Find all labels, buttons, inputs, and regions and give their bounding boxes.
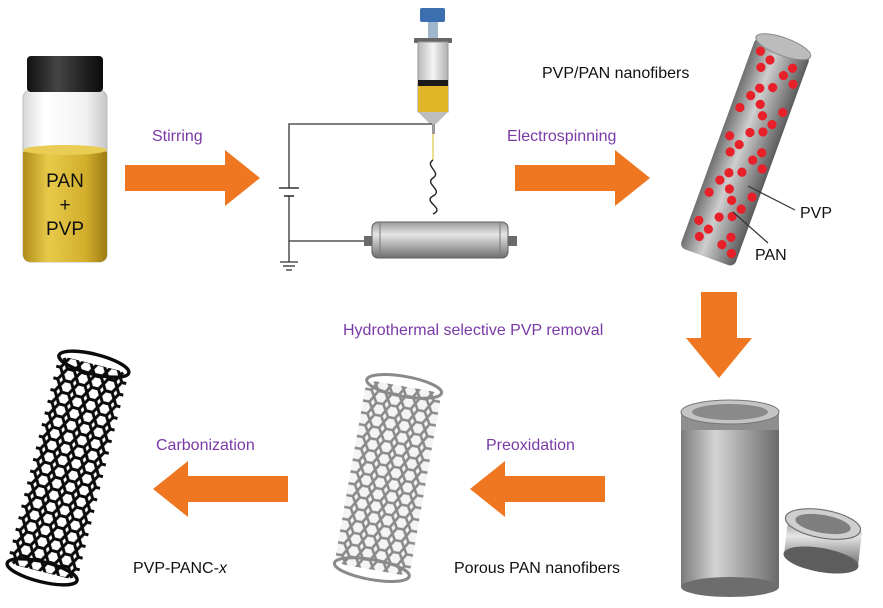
label-product: PVP-PANC-x [133,561,227,577]
pvp-dot [745,127,755,138]
pvp-dot [734,139,744,150]
pvp-dot [757,148,767,158]
label-pvp: PVP [800,205,833,222]
pvp-dot [703,224,714,234]
pvp-dot [757,111,768,121]
vial-label: PAN + PVP [35,170,95,241]
pvp-dots [694,46,798,259]
label-porous-pan-nanofibers: Porous PAN nanofibers [454,560,621,577]
pvp-dot [735,102,745,113]
vial-line-1: PAN [46,171,84,192]
pvp-dot [758,127,768,137]
electrospinning-setup [279,8,517,271]
pvp-dot [755,99,765,109]
pvp-dot [767,119,777,130]
step-carbonization: Carbonization [156,437,255,454]
pvp-dot [694,231,704,242]
carbon-nanofiber [5,349,131,587]
pvp-dot [727,195,737,205]
pvp-dot [726,232,736,242]
pvp-dot [724,168,734,178]
arrow-stirring [125,150,260,206]
pvp-dot [725,147,735,157]
label-product-prefix: PVP-PANC- [133,560,219,577]
label-product-suffix: x [218,560,227,577]
vial-line-2: + [59,194,71,216]
pvp-pan-nanofiber [681,33,812,266]
pvp-dot [755,46,766,56]
pvp-dot [725,131,735,141]
pvp-dot [726,248,737,259]
label-pvp-pan-nanofibers: PVP/PAN nanofibers [542,65,690,82]
pvp-dot [737,167,747,177]
pvp-dot [778,107,788,118]
step-electrospinning: Electrospinning [507,128,617,145]
pvp-dot [736,204,746,214]
vial-line-3: PVP [45,218,85,240]
vial [22,56,108,263]
pvp-dot [768,82,778,93]
pvp-pointer [747,185,796,211]
pan-pointer [732,211,769,244]
pvp-dot [787,63,798,73]
pvp-dot [748,155,758,165]
pvp-dot [755,83,765,93]
step-preoxidation: Preoxidation [486,437,575,454]
pvp-dot [717,240,727,250]
pvp-dot [757,164,767,174]
pvp-dot [746,90,756,101]
pvp-dot [765,55,775,65]
arrow-preoxidation [470,461,605,517]
pvp-dot [756,62,766,72]
arrow-carbonization [153,461,288,517]
pvp-dot [788,79,798,89]
pvp-dot [778,70,789,81]
step-hydrothermal: Hydrothermal selective PVP removal [343,322,604,339]
arrow-electrospinning [515,150,650,206]
pvp-dot [715,175,725,185]
pvp-dot [724,184,735,194]
pvp-dot [747,192,757,202]
hydrothermal-vessel [680,399,862,597]
pvp-dot [727,211,737,222]
label-pan: PAN [755,247,787,264]
pvp-dot [694,215,704,225]
step-stirring: Stirring [152,128,203,145]
porous-pan-nanofiber [332,373,444,583]
pvp-dot [714,212,724,222]
pvp-dot [704,187,714,197]
arrow-hydrothermal [686,292,752,378]
